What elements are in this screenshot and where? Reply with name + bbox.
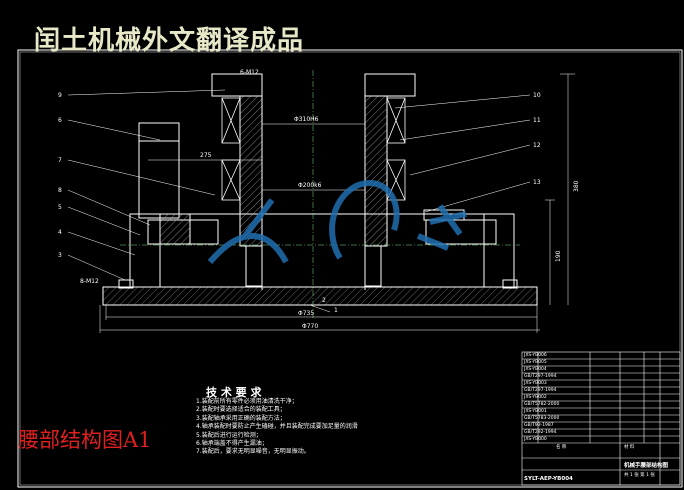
callout-11: 11 (533, 117, 541, 124)
tech-item-2: 2.装配时要选择适合的装配工具； (196, 406, 286, 414)
centerlines (120, 70, 520, 320)
callout-9: 9 (58, 92, 62, 99)
title-block-row-7: JXS-YB002 (524, 395, 547, 400)
title-block-row-12: GB/T292-1994 (524, 430, 557, 435)
title-block-col-material: 材 料 (624, 445, 635, 450)
callout-7: 7 (58, 157, 62, 164)
callout-2: 2 (322, 297, 326, 304)
title-block-row-6: GB/T297-1994 (524, 388, 557, 393)
dim-thread-top: 6-M12 (240, 69, 259, 76)
tech-requirements-list: 1.装配前所有零件必须用油清洗干净； 2.装配时要选择适合的装配工具； 3.装配… (196, 398, 358, 457)
base-plate (102, 286, 538, 306)
central-column (211, 73, 416, 290)
tech-item-5: 5.装配后进行运行检测； (196, 431, 262, 439)
bearings (221, 97, 406, 201)
banner-text: 闰土机械外文翻译成品 (34, 26, 305, 56)
base-footings (118, 279, 518, 289)
title-block-row-5: JXS-YB003 (524, 381, 547, 386)
title-block-row-13: JXS-YB000 (524, 437, 547, 442)
dim-top-pipe: Φ310H6 (294, 116, 319, 123)
inner-frame (19, 51, 681, 486)
title-block-row-3: JXS-YB004 (524, 367, 547, 372)
callout-6: 6 (58, 117, 62, 124)
title-block-row-11: GB/T93-1987 (524, 423, 554, 428)
title-block-row-4: GB/T297-1994 (524, 374, 557, 379)
dim-thread-base: 8-M12 (80, 278, 99, 285)
title-block-row-8: GB/T5782-2000 (524, 402, 560, 407)
title-block-drawing-no: SYLT-AEP-YB004 (524, 476, 573, 482)
callout-right: 10 11 12 13 (533, 92, 541, 186)
watermark-logo (207, 180, 467, 264)
title-block-row-1: JXS-YB006 (524, 353, 547, 358)
tech-item-1: 1.装配前所有零件必须用油清洗干净； (196, 398, 298, 405)
callout-8: 8 (58, 187, 62, 194)
title-block (521, 351, 681, 486)
dimension-lines (99, 73, 575, 333)
title-block-row-9: JXS-YB001 (524, 409, 547, 414)
callout-3: 3 (58, 252, 62, 259)
dim-height-total: 380 (573, 180, 580, 192)
title-block-col-name: 名 称 (556, 445, 567, 450)
title-block-drawing-name: 机械手腰部结构图 (624, 463, 669, 469)
motor (138, 122, 465, 245)
title-block-row-2: JXS-YB005 (524, 360, 547, 365)
tech-item-7: 7.装配后，要求无明显噪音，无明显振动。 (196, 448, 310, 456)
dim-base-outer: Φ770 (302, 323, 318, 330)
tech-requirements-title: 技 术 要 求 (206, 386, 262, 399)
dim-height-part: 190 (555, 250, 562, 262)
leader-lines (67, 89, 531, 313)
callout-bottom: 2 1 (322, 297, 338, 314)
dim-base-inner: Φ735 (298, 310, 314, 317)
tech-item-4: 4.轴承装配时要防止产生磕碰，并且装配完成要加足量的润滑 (196, 423, 358, 431)
callout-12: 12 (533, 142, 541, 149)
callout-13: 13 (533, 179, 541, 186)
callout-4: 4 (58, 229, 62, 236)
title-block-row-10: GB/T5783-2000 (524, 416, 560, 421)
callout-left: 9 6 7 8 5 4 3 (58, 92, 62, 259)
dim-mid-pipe: Φ200k6 (298, 182, 322, 189)
callout-1: 1 (334, 307, 338, 314)
title-block-sheet: 共 1 张 第 1 张 (624, 473, 655, 478)
tech-item-3: 3.装配轴承采用正确的装配方法； (196, 414, 286, 422)
dim-flange: 275 (200, 152, 212, 159)
callout-5: 5 (58, 204, 62, 211)
drawing-caption: 腰部结构图A1 (18, 428, 152, 452)
tech-item-6: 6.轴承端盖不得产生漏油； (196, 440, 268, 448)
outer-frame (17, 49, 683, 488)
callout-10: 10 (533, 92, 541, 99)
